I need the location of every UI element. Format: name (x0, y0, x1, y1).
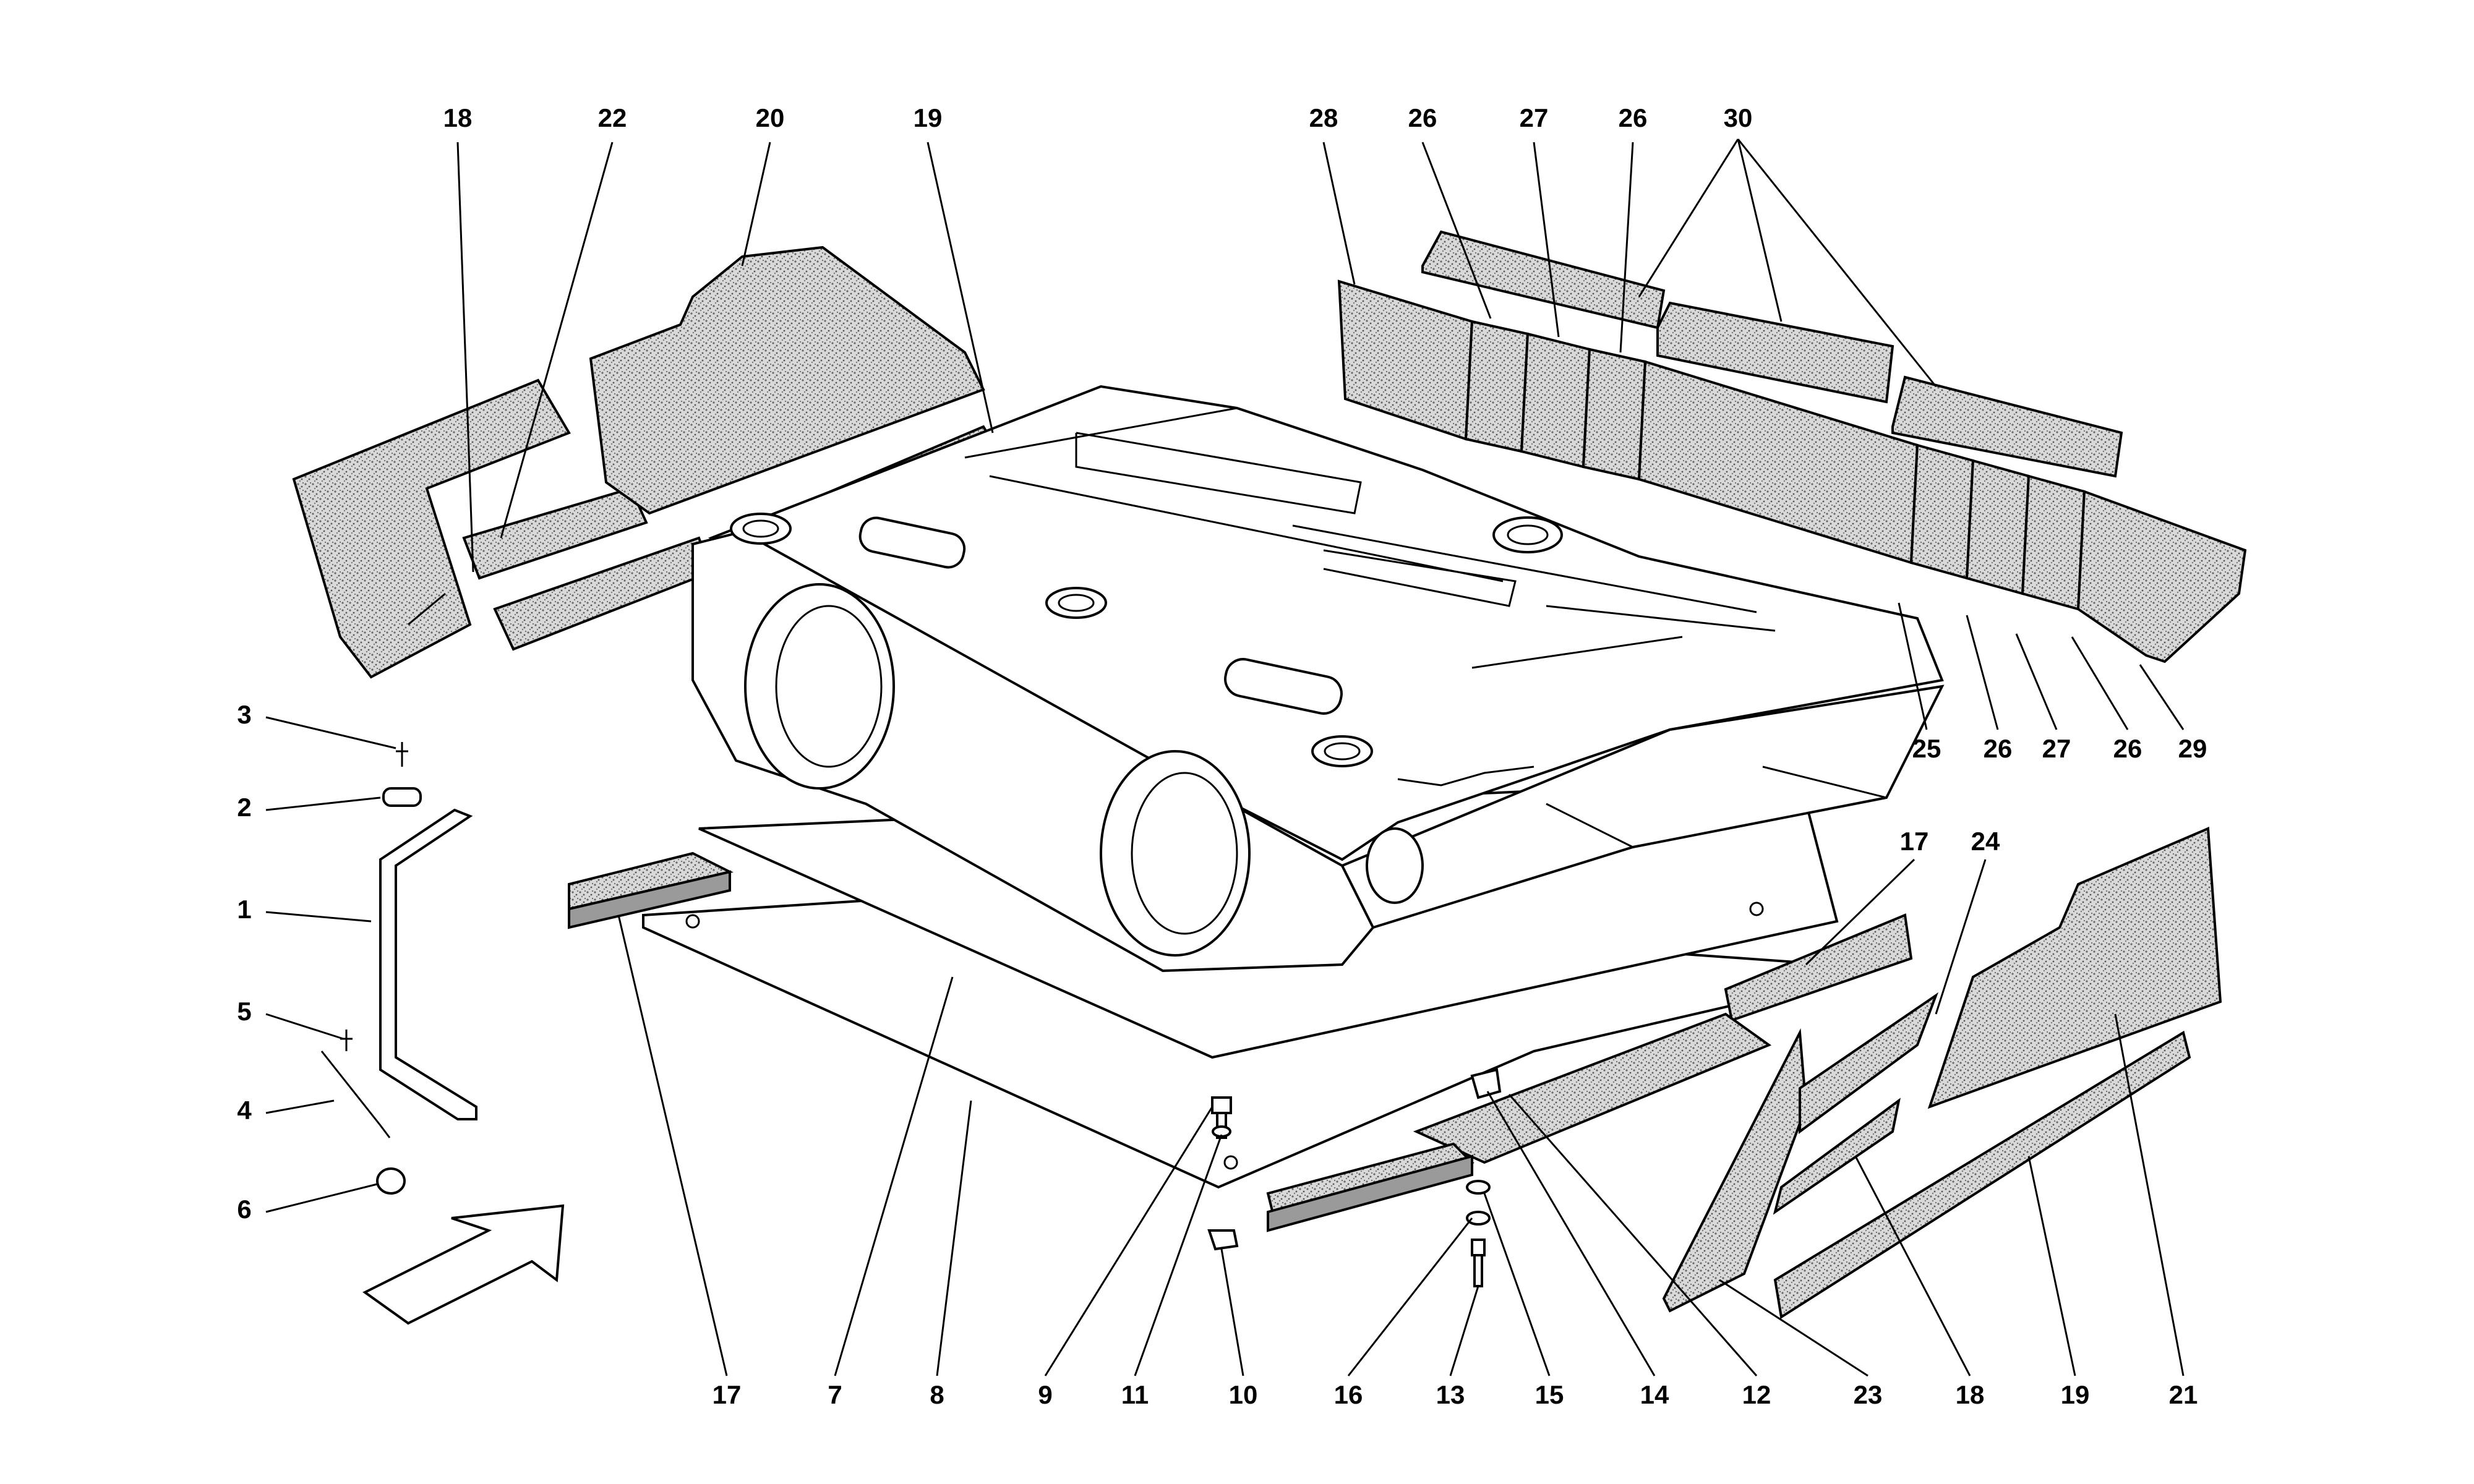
callout-25: 25 (1912, 734, 1941, 763)
insulation-panel-23 (1662, 1028, 1808, 1313)
callout-8: 8 (930, 1380, 944, 1409)
tank-port-right (1492, 516, 1563, 553)
callout-19: 19 (914, 103, 943, 132)
callout-22: 22 (598, 103, 627, 132)
insulation-strip-17-right (1724, 913, 1913, 1022)
callout-13: 13 (1436, 1380, 1465, 1409)
insulation-pad-left-group (292, 245, 1004, 679)
callout-26-d: 26 (2113, 734, 2142, 763)
washer-15-b (1466, 1211, 1491, 1226)
insulation-block-26-c (1909, 443, 1975, 580)
insulation-strip-right-group (1337, 230, 2247, 663)
clip-nut-10 (1207, 1229, 1239, 1251)
callout-4: 4 (237, 1096, 252, 1125)
fuel-sender-unit-b (1224, 658, 1343, 715)
tank-port-center (1045, 587, 1107, 619)
cotter-pin-3 (396, 742, 408, 767)
clip-nut-14 (1470, 1068, 1502, 1099)
insulation-block-26-b (1582, 348, 1647, 481)
callout-3: 3 (237, 700, 251, 729)
insulation-pad-22 (462, 487, 648, 580)
callout-26-c: 26 (1984, 734, 2013, 763)
tank-opening-left (744, 583, 895, 790)
callout-9: 9 (1038, 1380, 1052, 1409)
callout-24: 24 (1971, 827, 2000, 856)
insulation-pad-17-left (568, 851, 734, 929)
insulation-block-26-d (2021, 474, 2086, 611)
callout-30: 30 (1724, 103, 1753, 132)
tension-rod-4 (320, 1051, 391, 1138)
tank-port-lower (1311, 735, 1373, 767)
tank-strap-1 (379, 808, 477, 1120)
fuel-sender-unit-a (858, 516, 966, 569)
callout-19-right: 19 (2061, 1380, 2090, 1409)
tank-outlet-pipe (1366, 827, 1424, 904)
insulation-strip-30-a (1421, 230, 1666, 330)
callout-18-right: 18 (1956, 1380, 1985, 1409)
callout-17-right: 17 (1900, 827, 1929, 856)
callout-2: 2 (237, 793, 251, 822)
callout-18: 18 (443, 103, 473, 132)
callout-28: 28 (1309, 103, 1338, 132)
callout-29: 29 (2178, 734, 2207, 763)
callout-1: 1 (237, 895, 251, 924)
callout-11: 11 (1121, 1380, 1149, 1409)
bolt-13 (1471, 1239, 1486, 1287)
callout-12: 12 (1742, 1380, 1771, 1409)
callout-26-b: 26 (1619, 103, 1648, 132)
washer-15-a (1466, 1180, 1491, 1195)
callout-26-a: 26 (1408, 103, 1437, 132)
nut-6 (376, 1167, 406, 1195)
insulation-block-27-b (1965, 459, 2031, 595)
cotter-pin-5 (340, 1030, 353, 1051)
callout-10: 10 (1229, 1380, 1258, 1409)
callout-16: 16 (1334, 1380, 1363, 1409)
leader-lines (265, 139, 2185, 1377)
insulation-strip-18-right (1773, 1098, 1901, 1215)
tank-strap-assembly (320, 742, 477, 1195)
callout-27-b: 27 (2042, 734, 2071, 763)
callout-23: 23 (1854, 1380, 1883, 1409)
callout-20: 20 (756, 103, 785, 132)
strap-pin-2 (382, 787, 422, 807)
direction-arrow-icon (362, 1204, 565, 1325)
tank-port-front (730, 513, 792, 545)
insulation-pad-21 (1927, 827, 2222, 1109)
insulation-strip-19-right (1773, 1030, 2191, 1320)
fuel-tank (691, 385, 1945, 973)
insulation-pad-28 (1337, 279, 1474, 441)
insulation-strip-lower-side (1267, 1154, 1473, 1232)
callout-14: 14 (1640, 1380, 1669, 1409)
callout-6: 6 (237, 1195, 251, 1224)
insulation-pad-29 (2076, 490, 2247, 663)
insulation-strip-30-b (1656, 301, 1894, 404)
insulation-strip-30-c (1891, 375, 2123, 478)
callout-17-left: 17 (713, 1380, 742, 1409)
tank-opening-right (1100, 750, 1251, 957)
insulation-pad-20 (589, 245, 985, 515)
callout-15: 15 (1535, 1380, 1564, 1409)
insulation-pad-24 (1799, 992, 1939, 1134)
callout-27-a: 27 (1520, 103, 1549, 132)
callout-5: 5 (237, 997, 251, 1026)
callout-21: 21 (2169, 1380, 2198, 1409)
callout-7: 7 (828, 1380, 842, 1409)
insulation-block-26-a (1464, 320, 1530, 453)
callout-labels: 18 22 20 19 28 26 27 26 30 25 26 27 26 2… (237, 103, 2207, 1409)
insulation-block-27-a (1520, 332, 1591, 469)
insulation-lower-right-group (1266, 827, 2222, 1320)
